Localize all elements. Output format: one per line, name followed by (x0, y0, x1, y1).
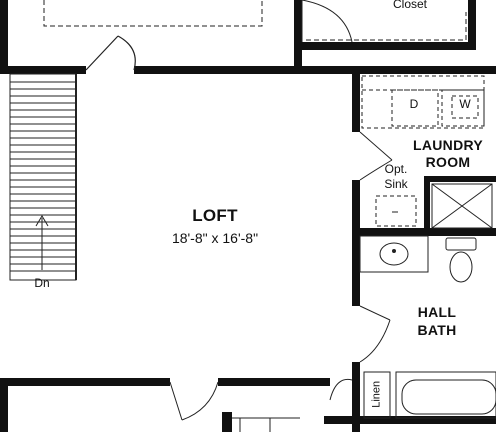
wall-laundry-left-lower (352, 180, 360, 306)
bottom-right-door (232, 417, 300, 432)
wall-laundry-top (352, 66, 496, 74)
washer-dryer (361, 75, 485, 129)
closet-label: Closet (392, 0, 427, 11)
dryer-label: D (409, 97, 419, 111)
wall-bottom-right (324, 416, 496, 424)
linen-closet (329, 371, 391, 419)
optional-sink (375, 195, 417, 227)
staircase (9, 73, 77, 281)
wall-shower-top (424, 176, 496, 182)
loft-dimensions: 18'-8" x 16'-8" (171, 230, 259, 246)
linen-label: Linen (370, 380, 383, 408)
sink-label-line1: Opt. (384, 162, 408, 176)
wall-bath-left-lower (352, 362, 360, 432)
laundry-label-line1: LAUNDRY (412, 137, 484, 153)
wall-bottom-left (0, 378, 170, 386)
bottom-door-swing (169, 381, 219, 421)
loft-label: LOFT (192, 206, 238, 225)
bathtub (395, 371, 496, 419)
closet-shelf (306, 12, 467, 41)
wall-loft-top-left (0, 66, 86, 74)
shower-stall (431, 183, 493, 229)
wall-laundry-left (352, 66, 360, 132)
wall-closet-right (468, 0, 476, 50)
wall-bottom-mid (218, 378, 330, 386)
wall-closet-left (294, 0, 302, 70)
upper-left-shelf (43, 0, 263, 27)
wall-left-lower (0, 380, 8, 432)
closet-door-swing (301, 0, 353, 43)
sink-label-line2: Sink (384, 177, 408, 191)
hall-bath-label-line2: BATH (417, 322, 457, 338)
wall-shower-left (424, 176, 430, 232)
stairs-direction-label: Dn (34, 276, 50, 290)
loft-door (85, 35, 136, 71)
wall-loft-top-right (134, 66, 354, 74)
wall-left-upper (0, 0, 8, 68)
bath-door-swing (359, 305, 391, 363)
hall-bath-label-line1: HALL (417, 304, 457, 320)
laundry-door-swing (359, 131, 393, 181)
wall-bottom-stub (222, 412, 232, 432)
laundry-label-line2: ROOM (425, 154, 471, 170)
washer-label: W (459, 97, 471, 111)
bath-fixtures (359, 235, 477, 283)
wall-closet-bottom (294, 42, 476, 50)
